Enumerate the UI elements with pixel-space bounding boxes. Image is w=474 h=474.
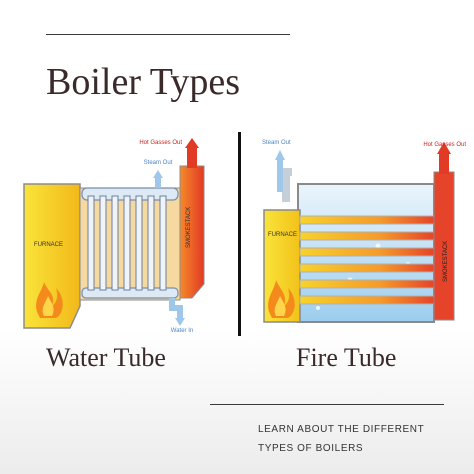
smokestack <box>179 165 205 299</box>
fire-tube-diagram: Steam Out FURNACE Hot Gasses Out SMOKEST… <box>262 140 466 323</box>
furnace-chamber <box>23 183 81 329</box>
hot-gasses-out-label: Hot Gasses Out <box>139 140 182 146</box>
footer-rule <box>210 404 444 405</box>
steam-out-label: Steam Out <box>262 140 291 146</box>
water-tube-diagram: Hot Gasses Out Steam Out Water In FURNAC… <box>23 138 205 334</box>
water-tubes <box>87 195 167 291</box>
center-divider <box>238 132 241 336</box>
hot-gasses-out-label: Hot Gasses Out <box>423 142 466 148</box>
footer-line-2: TYPES OF BOILERS <box>258 443 364 454</box>
top-rule <box>46 34 290 35</box>
page-title: Boiler Types <box>46 61 241 103</box>
smokestack-label: SMOKESTACK <box>186 207 192 248</box>
furnace-label: FURNACE <box>268 232 297 238</box>
flame-icon <box>268 280 295 318</box>
steam-out-label: Steam Out <box>144 160 173 166</box>
water-tube-caption: Water Tube <box>46 343 166 372</box>
water-in-label: Water In <box>171 328 193 334</box>
water-in-pipe <box>169 298 183 320</box>
footer-text: LEARN ABOUT THE DIFFERENT TYPES OF BOILE… <box>258 420 458 458</box>
footer-line-1: LEARN ABOUT THE DIFFERENT <box>258 424 425 435</box>
steam-out-pipe <box>282 168 292 202</box>
fire-tube-caption: Fire Tube <box>296 343 397 372</box>
smokestack-label: SMOKESTACK <box>443 241 449 282</box>
background-fade <box>0 330 474 474</box>
furnace-label: FURNACE <box>34 242 63 248</box>
flame-icon <box>36 282 63 318</box>
